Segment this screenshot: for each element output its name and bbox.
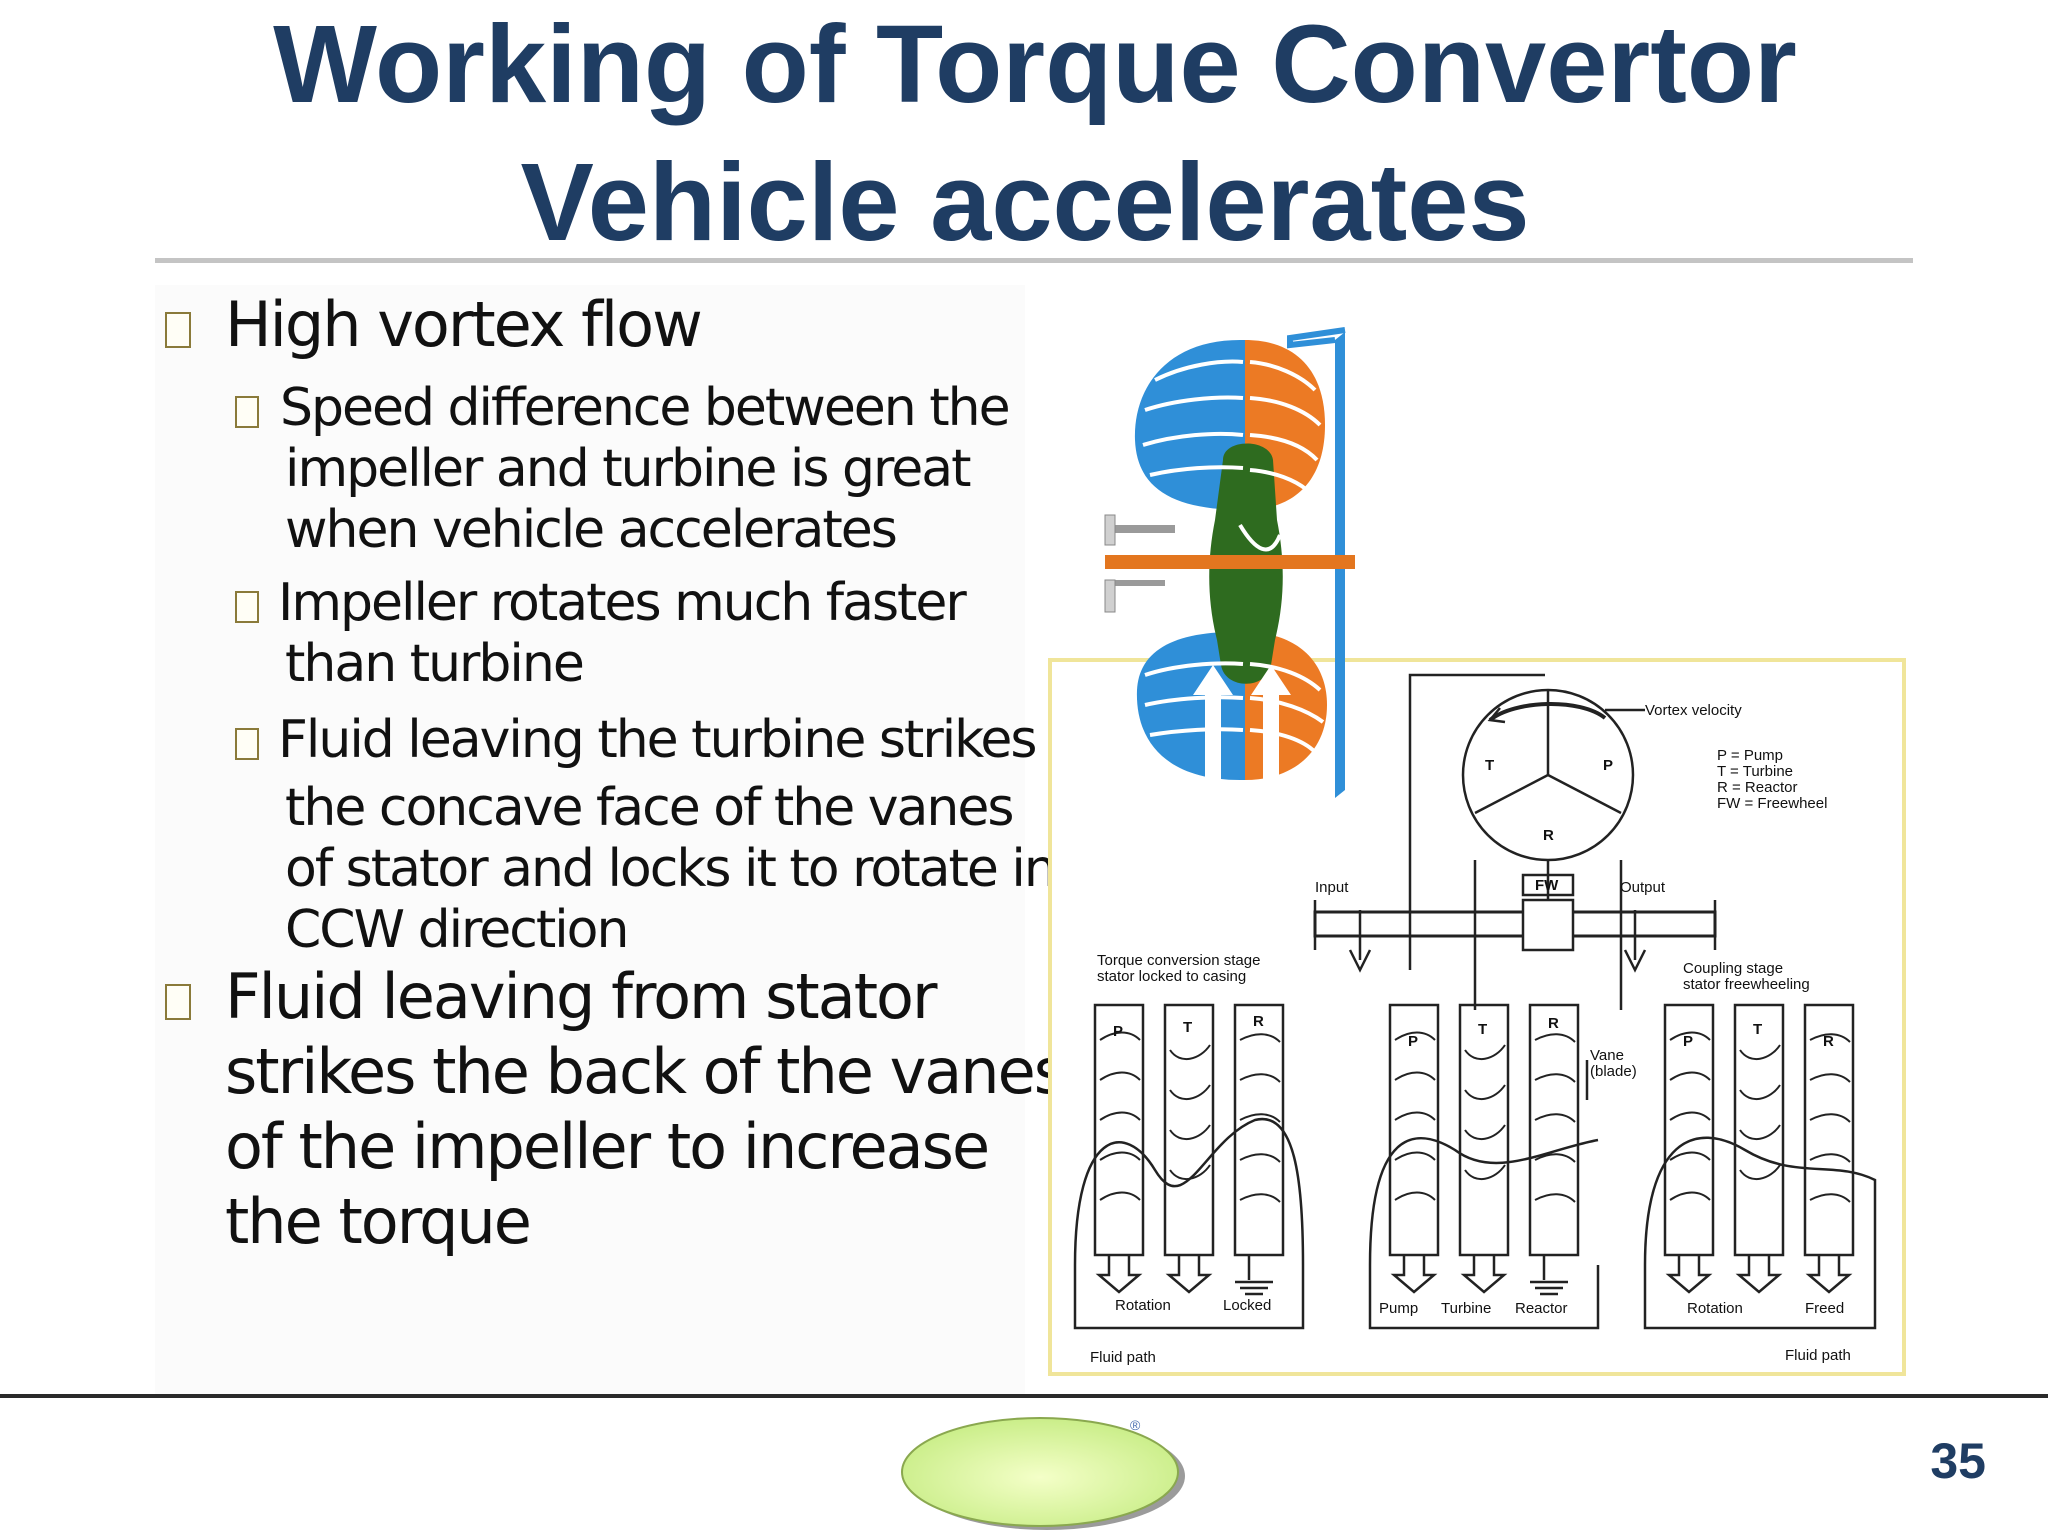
converter-cross-section — [1104, 327, 1355, 798]
bullet-2-line-2: strikes the back of the vanes — [225, 1035, 1066, 1108]
diagram-svg: Vortex velocity P = Pump T = Turbine R =… — [1073, 327, 1877, 1366]
column-letter: R — [1823, 1033, 1834, 1050]
slide-title-line-1: Working of Torque Convertor — [273, 3, 1797, 126]
legend-line: T = Turbine — [1717, 763, 1793, 780]
stage-right-title: Coupling stage — [1683, 960, 1783, 977]
flow-arrow-icon — [1251, 665, 1291, 780]
torque-converter-diagram: Vortex velocity P = Pump T = Turbine R =… — [1045, 320, 1906, 1380]
slide-title-line-2: Vehicle accelerates — [520, 141, 1530, 264]
bullet-text-area — [155, 285, 1025, 1395]
vane-label-sub: (blade) — [1590, 1063, 1637, 1080]
column-letter: T — [1478, 1021, 1487, 1038]
vane-label: Vane — [1590, 1047, 1624, 1064]
legend-line: P = Pump — [1717, 747, 1783, 764]
sub-bullet-box-icon — [235, 591, 259, 623]
sub-bullet-3-line-1: Fluid leaving the turbine strikes — [278, 710, 1037, 770]
legend-line: R = Reactor — [1717, 779, 1797, 796]
coupling-schematic — [1073, 673, 1877, 1330]
title-divider — [155, 258, 1913, 263]
vortex-velocity-label: Vortex velocity — [1645, 702, 1742, 719]
bottom-label: Rotation — [1115, 1297, 1171, 1314]
circle-letter-r: R — [1543, 827, 1554, 844]
fluid-path-label-left: Fluid path — [1090, 1349, 1156, 1366]
bullet-box-icon — [165, 312, 191, 348]
schematic-labels: Vortex velocity P = Pump T = Turbine R =… — [1090, 702, 1851, 1366]
footer-logo-oval: ® — [901, 1417, 1185, 1530]
bullet-box-icon — [165, 984, 191, 1020]
bullet-2-line-3: of the impeller to increase — [225, 1110, 990, 1183]
sub-bullet-3-line-3: of stator and locks it to rotate in — [285, 839, 1057, 899]
column-letter: T — [1183, 1019, 1192, 1036]
footer-divider — [0, 1394, 2048, 1398]
bottom-label: Pump — [1379, 1300, 1418, 1317]
sub-bullet-3-line-2: the concave face of the vanes — [285, 778, 1014, 838]
schematic-panel — [1048, 658, 1906, 1376]
column-letter: P — [1683, 1033, 1693, 1050]
bottom-label: Rotation — [1687, 1300, 1743, 1317]
circle-letter-t: T — [1485, 757, 1494, 774]
bottom-label: Turbine — [1441, 1300, 1491, 1317]
input-label: Input — [1315, 879, 1349, 896]
page-number: 35 — [1930, 1433, 1986, 1489]
sub-bullet-2-line-2: than turbine — [285, 634, 585, 694]
bottom-label: Freed — [1805, 1300, 1844, 1317]
sub-bullet-1-line-2: impeller and turbine is great — [285, 439, 971, 499]
column-letter: T — [1753, 1021, 1762, 1038]
stage-left-title: Torque conversion stage — [1097, 952, 1260, 969]
output-label: Output — [1620, 879, 1666, 896]
column-letter: R — [1548, 1015, 1559, 1032]
bullet-high-vortex-flow: High vortex flow — [225, 288, 703, 361]
fluid-path-label-right: Fluid path — [1785, 1347, 1851, 1364]
bottom-label: Locked — [1223, 1297, 1271, 1314]
sub-bullet-box-icon — [235, 728, 259, 760]
registered-mark: ® — [1130, 1417, 1141, 1433]
bullet-2-line-4: the torque — [225, 1185, 532, 1258]
input-shaft — [1105, 555, 1355, 569]
sub-bullet-1-line-1: Speed difference between the — [280, 378, 1011, 438]
legend-line: FW = Freewheel — [1717, 795, 1827, 812]
bullet-2-line-1: Fluid leaving from stator — [225, 960, 937, 1033]
bottom-label: Reactor — [1515, 1300, 1568, 1317]
flow-arrow-icon — [1193, 665, 1233, 780]
sub-bullet-2-line-1: Impeller rotates much faster — [278, 573, 967, 633]
column-letter: P — [1408, 1033, 1418, 1050]
column-letter: R — [1253, 1013, 1264, 1030]
stage-right-subtitle: stator freewheeling — [1683, 976, 1810, 993]
sub-bullet-box-icon — [235, 396, 259, 428]
sub-bullet-3-line-4: CCW direction — [285, 900, 629, 960]
stage-left-subtitle: stator locked to casing — [1097, 968, 1246, 985]
column-letter: P — [1113, 1023, 1123, 1040]
fw-label: FW — [1535, 877, 1559, 894]
sub-bullet-1-line-3: when vehicle accelerates — [285, 500, 898, 560]
circle-letter-p: P — [1603, 757, 1613, 774]
